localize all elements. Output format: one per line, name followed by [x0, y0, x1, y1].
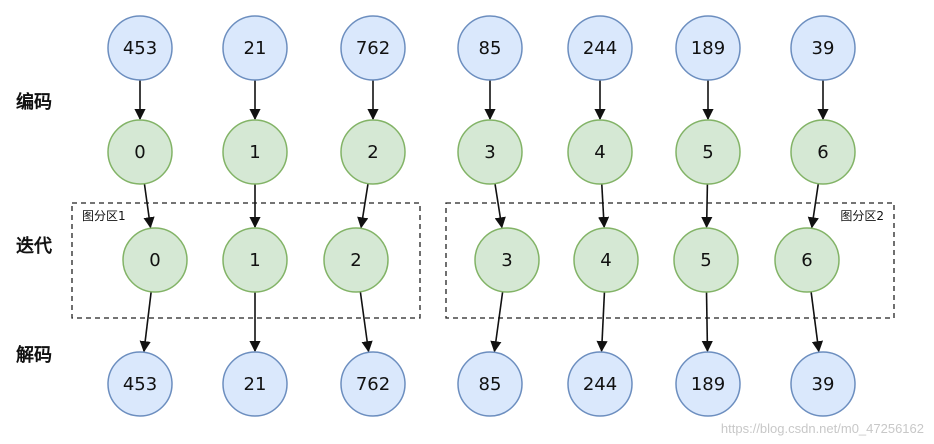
- svg-text:762: 762: [356, 374, 390, 395]
- encoded-id-node: 3: [457, 119, 523, 185]
- svg-text:21: 21: [244, 374, 267, 395]
- iteration-id-node: 4: [573, 227, 639, 293]
- svg-text:453: 453: [123, 374, 157, 395]
- encoded-id-node: 6: [790, 119, 856, 185]
- decoded-value-node: 21: [222, 351, 288, 417]
- iterate-arrow: [143, 183, 155, 229]
- decode-arrow: [490, 291, 504, 353]
- original-value-node: 244: [567, 15, 633, 81]
- encoded-id-node: 1: [222, 119, 288, 185]
- decoded-value-node: 453: [107, 351, 173, 417]
- svg-text:39: 39: [812, 38, 835, 59]
- original-value-node: 189: [675, 15, 741, 81]
- original-value-node: 762: [340, 15, 406, 81]
- iteration-id-node: 3: [474, 227, 540, 293]
- iterate-arrow: [357, 183, 369, 229]
- original-value-node: 39: [790, 15, 856, 81]
- svg-text:85: 85: [479, 38, 502, 59]
- svg-text:4: 4: [600, 250, 611, 271]
- partition-label-1: 图分区1: [82, 209, 126, 223]
- svg-text:0: 0: [149, 250, 160, 271]
- iterate-arrow: [701, 183, 713, 229]
- decode-arrow: [359, 291, 373, 353]
- decode-arrow: [810, 291, 824, 353]
- svg-text:21: 21: [244, 38, 267, 59]
- iterate-arrow: [494, 183, 506, 229]
- decoded-value-node: 189: [675, 351, 741, 417]
- svg-text:189: 189: [691, 38, 725, 59]
- svg-text:1: 1: [249, 250, 260, 271]
- svg-text:0: 0: [134, 142, 145, 163]
- partition-label-2: 图分区2: [840, 209, 884, 223]
- watermark: https://blog.csdn.net/m0_47256162: [720, 421, 924, 436]
- svg-text:244: 244: [583, 38, 617, 59]
- decoded-value-node: 39: [790, 351, 856, 417]
- svg-text:2: 2: [350, 250, 361, 271]
- encoded-id-node: 5: [675, 119, 741, 185]
- iterate-arrow: [598, 183, 610, 229]
- svg-text:5: 5: [702, 142, 713, 163]
- iterate-arrow: [807, 183, 820, 229]
- svg-text:2: 2: [367, 142, 378, 163]
- decoded-value-node: 244: [567, 351, 633, 417]
- svg-text:5: 5: [700, 250, 711, 271]
- stage-label-decode: 解码: [16, 345, 52, 366]
- partition-box-1: [71, 202, 421, 319]
- encoded-id-node: 4: [567, 119, 633, 185]
- decode-arrow: [596, 291, 608, 353]
- svg-text:453: 453: [123, 38, 157, 59]
- decode-arrow: [139, 291, 152, 353]
- svg-text:85: 85: [479, 374, 502, 395]
- svg-text:1: 1: [249, 142, 260, 163]
- original-value-node: 21: [222, 15, 288, 81]
- svg-text:39: 39: [812, 374, 835, 395]
- stage-label-iterate: 迭代: [16, 236, 52, 257]
- svg-text:762: 762: [356, 38, 390, 59]
- iteration-id-node: 2: [323, 227, 389, 293]
- svg-text:3: 3: [484, 142, 495, 163]
- iteration-id-node: 6: [774, 227, 840, 293]
- decoded-value-node: 85: [457, 351, 523, 417]
- svg-text:189: 189: [691, 374, 725, 395]
- encoded-id-node: 0: [107, 119, 173, 185]
- svg-text:6: 6: [801, 250, 812, 271]
- svg-text:6: 6: [817, 142, 828, 163]
- svg-text:244: 244: [583, 374, 617, 395]
- original-value-node: 85: [457, 15, 523, 81]
- original-value-node: 453: [107, 15, 173, 81]
- decoded-value-node: 762: [340, 351, 406, 417]
- iteration-id-node: 1: [222, 227, 288, 293]
- decode-arrow: [701, 291, 713, 353]
- iteration-id-node: 5: [673, 227, 739, 293]
- stage-label-encode: 编码: [16, 92, 52, 113]
- svg-text:3: 3: [501, 250, 512, 271]
- iteration-id-node: 0: [122, 227, 188, 293]
- encoded-id-node: 2: [340, 119, 406, 185]
- partition-box-2: [445, 202, 895, 319]
- svg-text:4: 4: [594, 142, 605, 163]
